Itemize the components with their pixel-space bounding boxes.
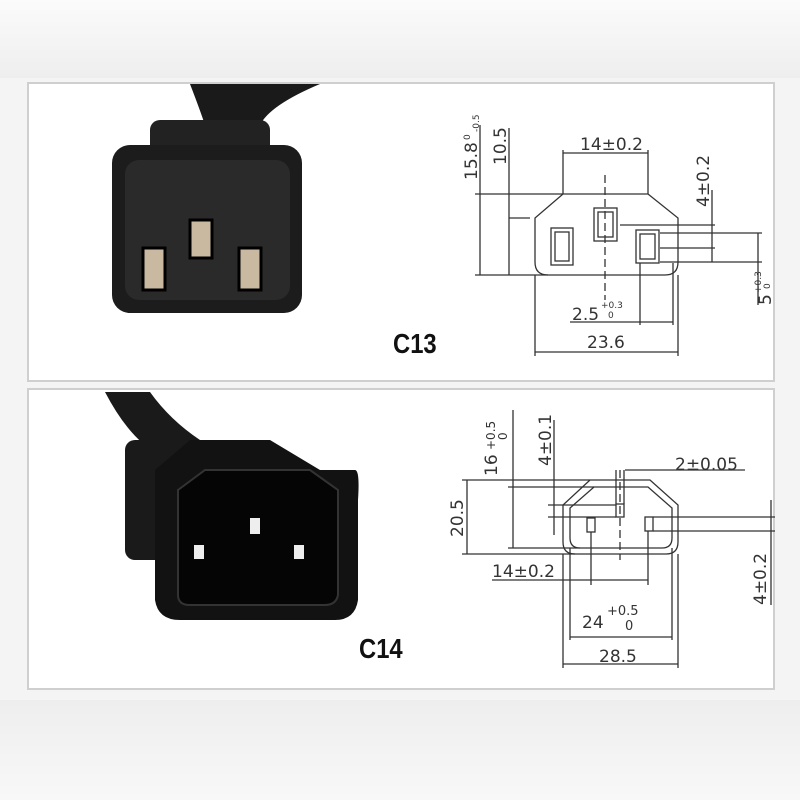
- c13-dimension-lines: [475, 125, 762, 356]
- c14-face: [177, 469, 339, 606]
- c14-drawing-pin-center: [615, 503, 625, 518]
- c14-drawing-pin-right: [644, 516, 654, 532]
- c14-dimension-lines: [462, 410, 775, 668]
- c14-cable: [105, 392, 200, 455]
- c13-drawing-slot-right-inner: [639, 233, 656, 260]
- c13-overall-width-text: 23.6: [587, 333, 625, 353]
- c14-label: C14: [359, 633, 403, 664]
- c13-overall-height-tol-upper: 0: [463, 134, 473, 140]
- c13-overall-height-text: 15.8: [462, 142, 482, 180]
- c14-earth-pin: [250, 518, 260, 534]
- c14-inner-width-tol-lower: 0: [625, 619, 633, 634]
- blurred-header-band: [0, 0, 800, 78]
- c14-inner-width-text: 24: [582, 613, 604, 633]
- c14-inner-width-tol-upper: +0.5: [607, 604, 639, 619]
- c14-outline-outer: [562, 479, 679, 555]
- c13-drawing-slot-right: [635, 229, 660, 264]
- c13-overall-height-tol-lower: -0.5: [472, 114, 482, 132]
- c13-drawing-slot-left-inner: [554, 231, 570, 262]
- c13-cable: [190, 84, 320, 125]
- c13-outline: [534, 193, 679, 276]
- c13-slot-length-tol-upper: +0.3: [754, 271, 764, 293]
- c14-inner-height-tol-upper: +0.5: [484, 421, 498, 450]
- c13-slot-width-tol-lower: 0: [608, 311, 614, 321]
- c13-pin-offset-text: 4±0.2: [694, 155, 714, 207]
- c13-slot-length-text: 5: [756, 294, 776, 305]
- c13-neutral-slot: [141, 246, 167, 292]
- c14-outer-height-text: 20.5: [448, 499, 468, 537]
- c14-inner-height-text: 16: [482, 454, 502, 476]
- c14-outer-width-text: 28.5: [599, 647, 637, 667]
- c13-earth-slot: [188, 218, 214, 260]
- c14-pin-spacing-text: 14±0.2: [492, 562, 555, 582]
- c13-slot-width-text: 2.5: [572, 305, 599, 325]
- c14-pin-width-text: 2±0.05: [675, 455, 738, 475]
- c14-drawing-pin-left: [586, 517, 596, 533]
- c14-pin-length-text: 4±0.2: [751, 553, 771, 605]
- c13-side-height-text: 10.5: [491, 127, 511, 165]
- c13-label: C13: [393, 328, 437, 359]
- blurred-footer-band: [0, 700, 800, 800]
- c14-earth-offset-text: 4±0.1: [536, 414, 556, 466]
- c13-slot-width-tol-upper: +0.3: [601, 301, 623, 311]
- c14-inner-height-tol-lower: 0: [496, 432, 510, 440]
- c13-pin-spacing-text: 14±0.2: [580, 135, 643, 155]
- c14-outline-inner: [569, 486, 673, 549]
- c13-live-slot: [237, 246, 263, 292]
- c13-drawing-slot-left: [550, 227, 574, 266]
- c14-neutral-pin: [194, 545, 204, 559]
- c14-live-pin: [294, 545, 304, 559]
- c13-slot-length-tol-lower: 0: [763, 283, 773, 289]
